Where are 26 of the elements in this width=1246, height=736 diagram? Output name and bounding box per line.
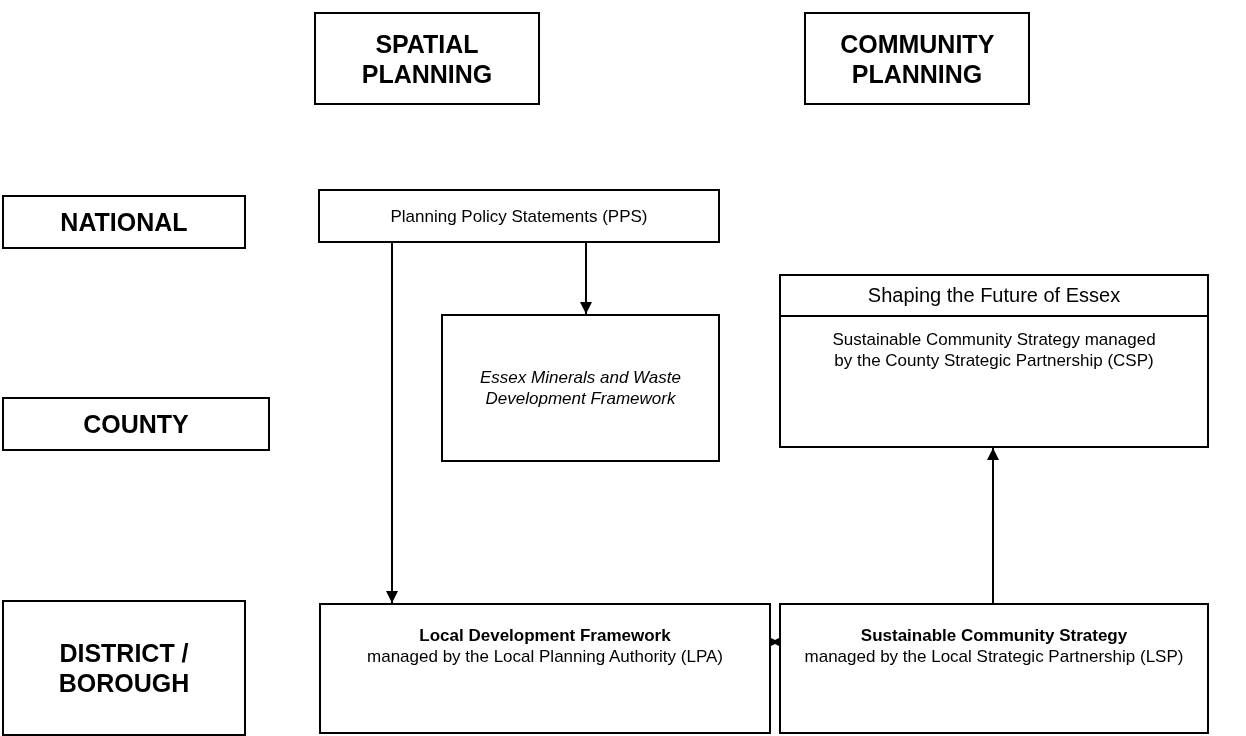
box-title: Local Development Framework	[418, 625, 672, 646]
process-box	[441, 314, 720, 462]
box-text: Sustainable Community Strategy managed by the County Strategic Partnership (CSP)	[831, 329, 1157, 371]
header-label: COMMUNITY PLANNING	[839, 28, 996, 89]
box-text: managed by the Local Strategic Partnership (LSP)	[803, 646, 1185, 667]
process-box	[318, 189, 720, 243]
arrow	[386, 242, 398, 604]
box-title: Shaping the Future of Essex	[781, 276, 1207, 317]
box-text: managed by the Local Planning Authority (LPA)	[366, 646, 724, 667]
arrow	[580, 242, 592, 315]
box-title: Sustainable Community Strategy	[859, 625, 1129, 646]
process-box	[779, 603, 1209, 734]
column-header-box	[314, 12, 540, 105]
process-box	[319, 603, 771, 734]
header-label: NATIONAL	[59, 207, 189, 237]
box-text: Essex Minerals and Waste Development Framework	[479, 367, 682, 409]
row-header-box	[2, 600, 246, 736]
row-header-box	[2, 195, 246, 249]
header-label: DISTRICT / BOROUGH	[57, 638, 191, 698]
arrow	[987, 447, 999, 604]
header-label: COUNTY	[82, 409, 190, 439]
process-box	[779, 274, 1209, 448]
header-label: SPATIAL PLANNING	[360, 28, 494, 89]
box-text: Planning Policy Statements (PPS)	[390, 205, 648, 227]
row-header-box	[2, 397, 270, 451]
column-header-box	[804, 12, 1030, 105]
